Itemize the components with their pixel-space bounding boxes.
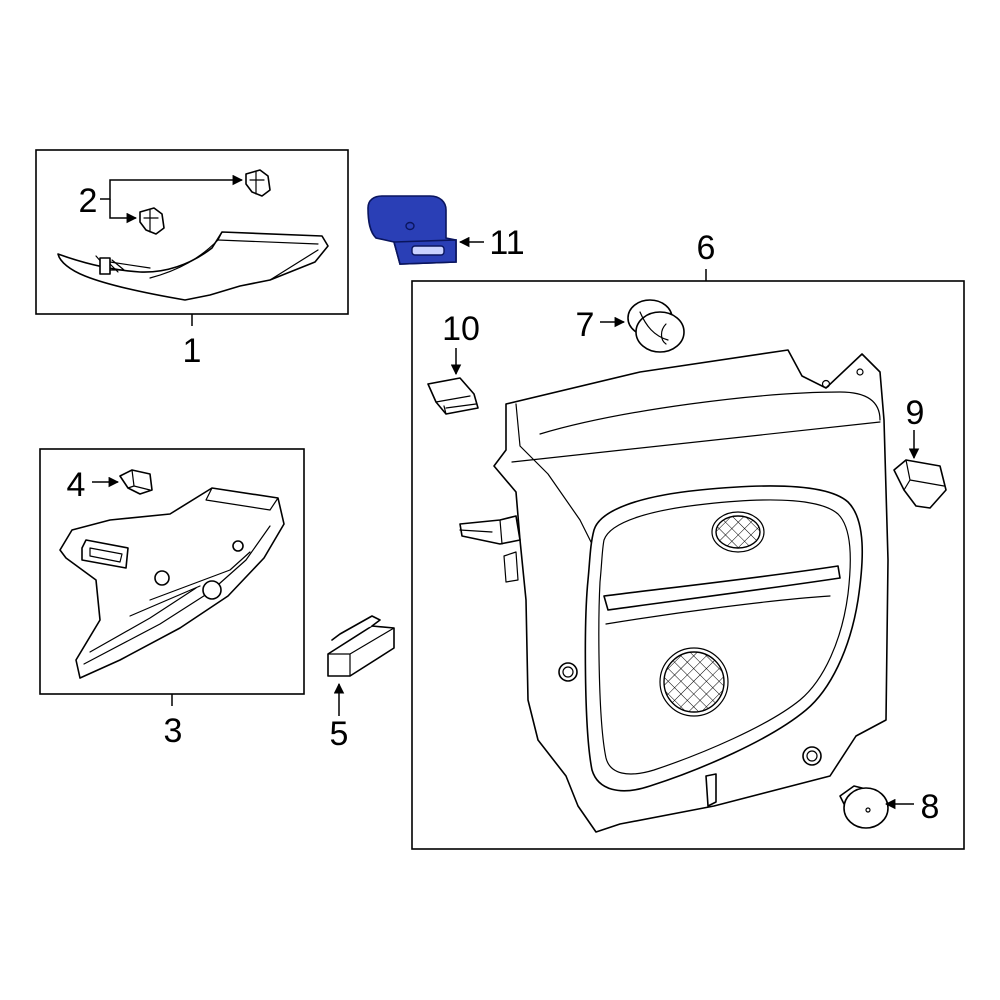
callout-2: 2: [79, 182, 98, 220]
callout-5: 5: [330, 715, 349, 753]
part-5-bracket[interactable]: [327, 615, 395, 677]
part-6-quarter-trim-panel[interactable]: [459, 349, 889, 833]
part-8-push-pin[interactable]: [839, 785, 889, 829]
group-3-box: [39, 448, 305, 706]
upper-speaker-grille: [715, 515, 761, 549]
part-9-clip[interactable]: [893, 459, 947, 509]
callout-3: 3: [164, 712, 183, 750]
part-2-clips[interactable]: [139, 169, 271, 235]
callout-9: 9: [906, 394, 925, 432]
part-4-clip[interactable]: [119, 469, 153, 495]
part-11-slot: [411, 245, 445, 256]
part-11-highlighted-cap[interactable]: [367, 195, 457, 265]
callout-7: 7: [576, 306, 595, 344]
callout-1: 1: [183, 332, 202, 370]
lower-speaker-grille: [663, 651, 725, 713]
group-6-box: [411, 269, 965, 850]
part-7-push-pin[interactable]: [627, 299, 685, 353]
callout-10: 10: [442, 310, 480, 348]
callout-6: 6: [697, 229, 716, 267]
callout-labels: 1 2 3 4 5 6 7 8 9 10 11: [67, 182, 940, 826]
callout-4: 4: [67, 466, 86, 504]
callout-2-leaders: [100, 174, 244, 224]
part-10-clip[interactable]: [427, 377, 479, 415]
callout-8: 8: [921, 788, 940, 826]
callout-11: 11: [489, 224, 524, 262]
part-11-hole: [405, 221, 415, 231]
part-1-upper-quarter-trim[interactable]: [57, 231, 329, 301]
group-1-box: [35, 149, 349, 326]
part-3-lower-quarter-trim[interactable]: [59, 487, 285, 679]
